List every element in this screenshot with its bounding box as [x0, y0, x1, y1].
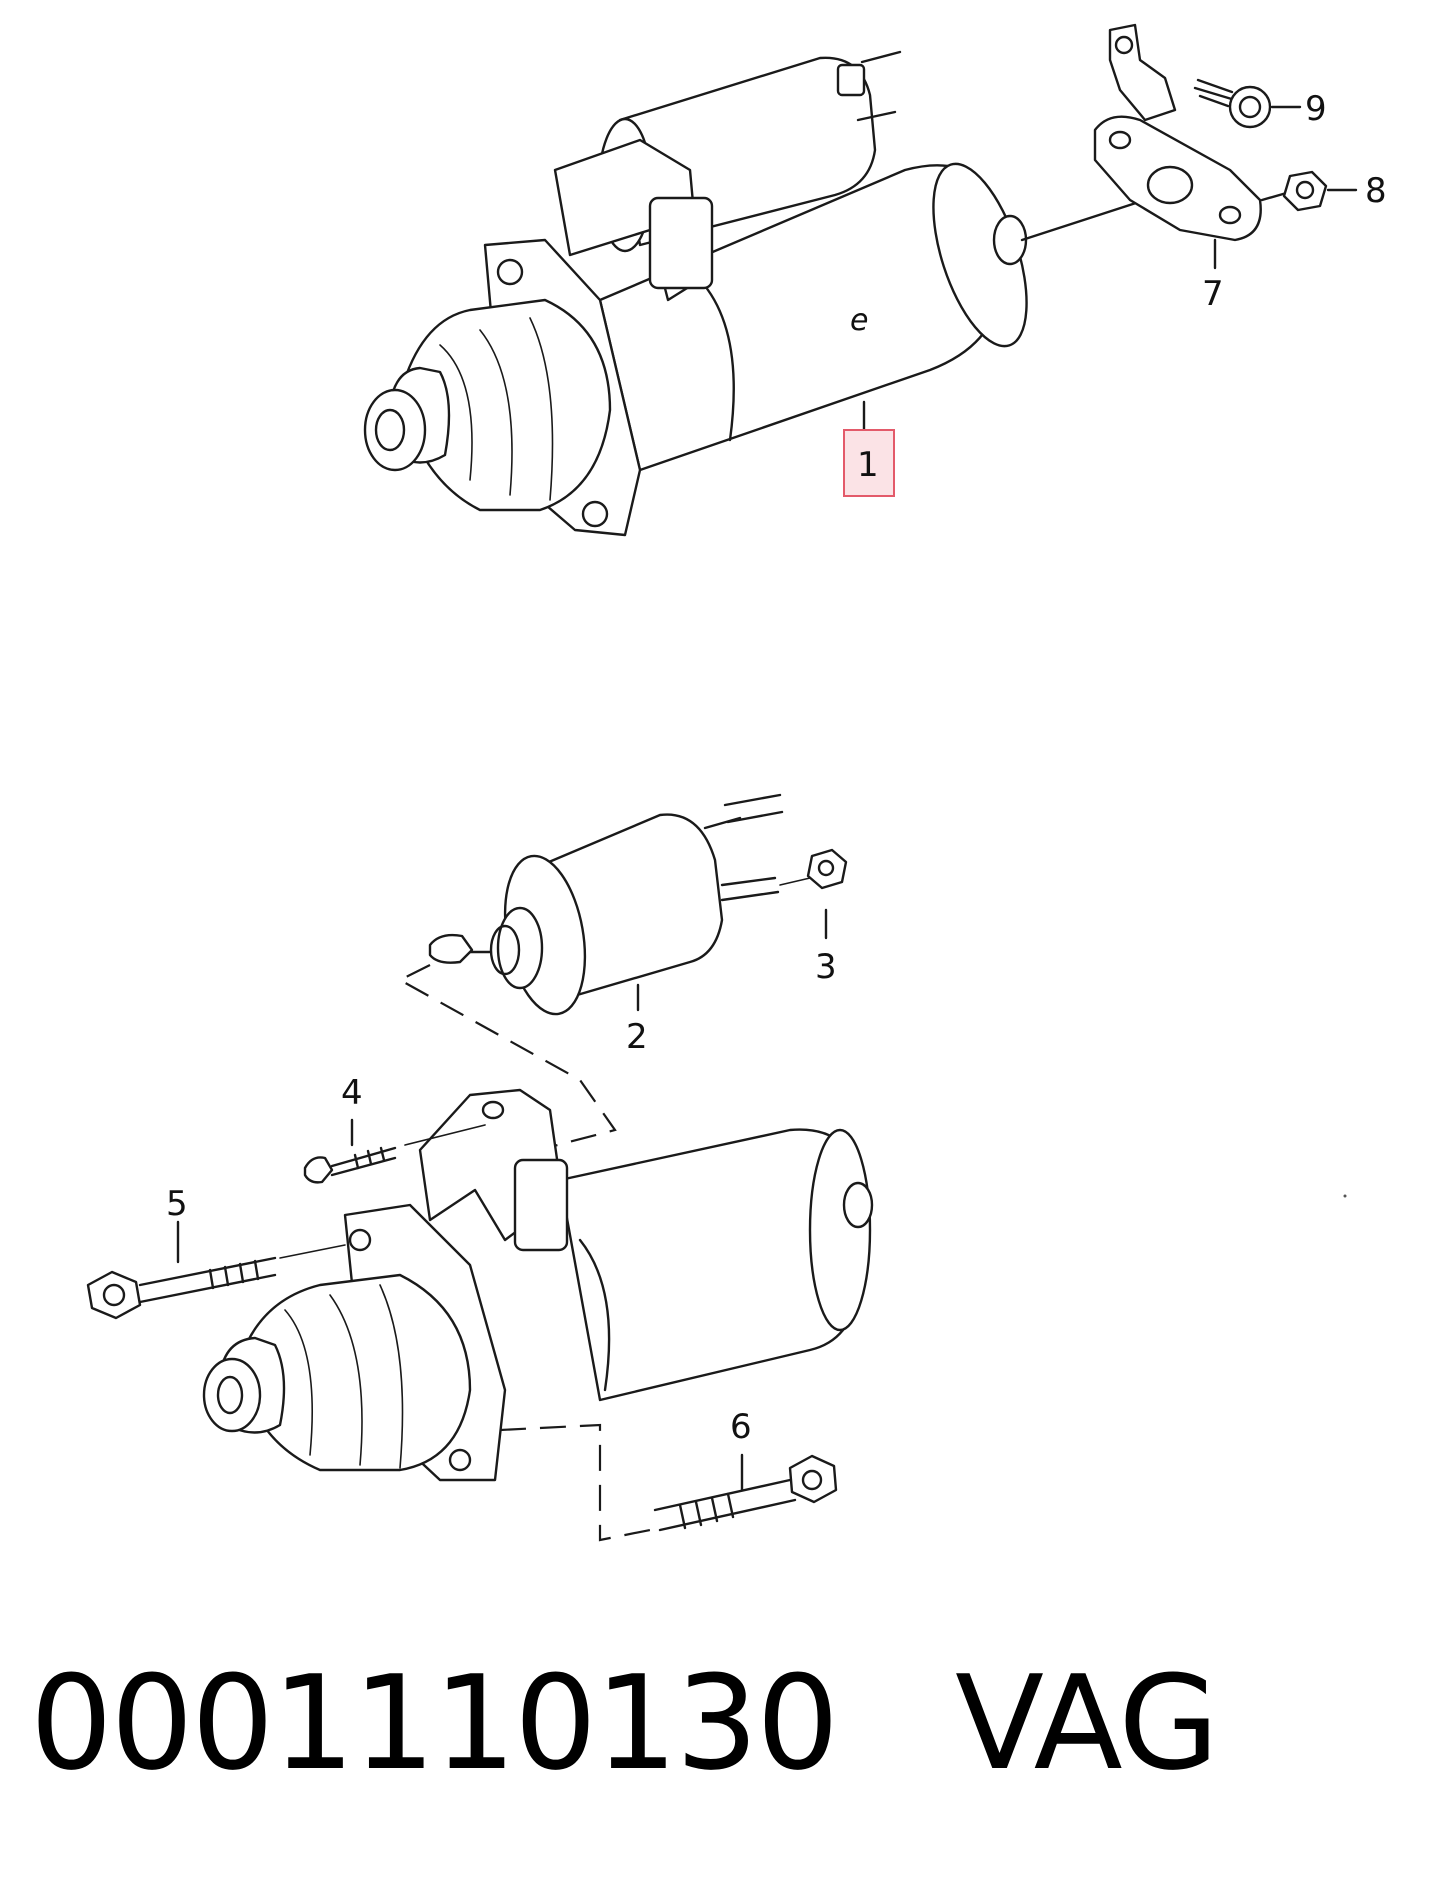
exploded-parts-diagram: e 9 8 7 1 — [86, 23, 1387, 1542]
nut-8 — [1260, 170, 1358, 212]
highlight-box — [843, 429, 895, 497]
callout-9: 9 — [1305, 89, 1327, 129]
gasket-7 — [1093, 115, 1262, 270]
bolt-6 — [499, 1423, 838, 1542]
housing-mark-label: e — [850, 303, 868, 338]
bolt-9 — [1193, 78, 1302, 129]
part-caption: 0001110130 VAG — [30, 1648, 1410, 1798]
assembly-guide-line-upper — [397, 964, 617, 1162]
callout-4: 4 — [341, 1073, 363, 1113]
starter-motor-assembly: e — [363, 50, 1147, 537]
callout-5: 5 — [166, 1184, 188, 1224]
bolt-5 — [86, 1220, 346, 1320]
stray-dot — [1343, 1194, 1347, 1198]
solenoid-2 — [428, 793, 784, 1016]
screw-4 — [303, 1118, 486, 1184]
callout-6: 6 — [730, 1407, 752, 1447]
callout-1: 1 — [857, 445, 879, 485]
callout-1-group: 1 — [843, 400, 895, 497]
callout-7: 7 — [1202, 274, 1224, 314]
nut-3 — [779, 848, 848, 940]
brand-name: VAG — [955, 1647, 1219, 1799]
part-number: 0001110130 — [30, 1647, 839, 1799]
starter-motor-lower — [202, 1088, 874, 1482]
callout-2: 2 — [626, 1017, 648, 1057]
callout-3: 3 — [815, 947, 837, 987]
callout-8: 8 — [1365, 171, 1387, 211]
mounting-bracket — [1108, 23, 1177, 122]
